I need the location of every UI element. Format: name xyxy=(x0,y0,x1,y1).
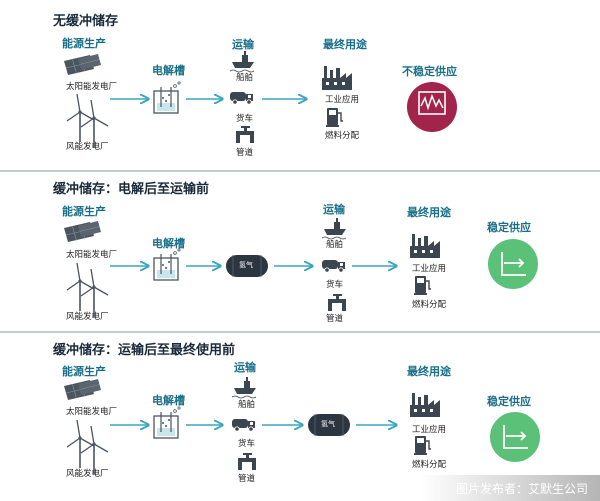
section3-enduse-heading: 最终用途 xyxy=(407,366,451,378)
stable-supply-icon xyxy=(488,239,538,289)
section3-transport-heading: 运输 xyxy=(234,362,256,374)
factory-icon xyxy=(410,393,440,417)
section1-truck-label: 货车 xyxy=(236,113,254,123)
section3-supply-label: 稳定供应 xyxy=(487,396,531,408)
watermark-background xyxy=(420,475,600,501)
section1-industry-label: 工业应用 xyxy=(325,94,360,104)
watermark-text: 图片发布者：艾默生公司 xyxy=(456,482,589,496)
section1-transport-heading: 运输 xyxy=(232,39,254,51)
pipeline-icon xyxy=(238,453,256,470)
pipeline-icon xyxy=(328,294,346,311)
solar-panel-icon xyxy=(63,378,102,401)
pipeline-icon xyxy=(236,126,254,143)
section2-pipe-label: 管道 xyxy=(326,313,344,323)
fuel-pump-icon xyxy=(413,275,432,296)
section3-industry-label: 工业应用 xyxy=(412,424,447,434)
section2-truck-label: 货车 xyxy=(326,279,344,289)
section2-industry-label: 工业应用 xyxy=(412,263,447,273)
truck-icon xyxy=(321,259,346,273)
section3-solar-label: 太阳能发电厂 xyxy=(66,406,118,416)
section3-electrolyzer-label: 电解槽 xyxy=(152,395,185,407)
ship-icon xyxy=(229,50,255,73)
fuel-pump-icon xyxy=(413,435,432,456)
ship-icon xyxy=(321,217,347,240)
section2-solar-label: 太阳能发电厂 xyxy=(66,249,118,259)
wind-turbine-icon xyxy=(80,99,109,149)
solar-panel-icon xyxy=(63,220,102,243)
unstable-supply-icon xyxy=(407,82,457,132)
section2-wind-label: 风能发电厂 xyxy=(66,311,109,321)
factory-icon xyxy=(410,234,440,258)
section2-ship-label: 船舶 xyxy=(326,239,344,249)
truck-icon xyxy=(229,91,254,105)
section3-wind-label: 风能发电厂 xyxy=(66,468,109,478)
wind-turbine-icon xyxy=(80,425,109,475)
section1-title: 无缓冲储存 xyxy=(53,13,119,28)
section-divider xyxy=(0,170,600,172)
electrolyzer-icon xyxy=(153,248,181,281)
section3-truck-label: 货车 xyxy=(238,438,256,448)
section1-source-heading: 能源生产 xyxy=(62,38,106,50)
electrolyzer-icon xyxy=(153,81,181,114)
factory-icon xyxy=(322,66,352,90)
section3-title: 缓冲储存：运输后至最终使用前 xyxy=(53,342,236,357)
solar-panel-icon xyxy=(63,53,102,76)
wind-turbine-icon xyxy=(66,262,95,312)
wind-turbine-icon xyxy=(66,93,95,143)
section1-pipe-label: 管道 xyxy=(236,147,254,157)
section3-pipe-label: 管道 xyxy=(238,473,256,483)
section3-fuel-label: 燃料分配 xyxy=(412,459,447,469)
ship-icon xyxy=(231,376,257,399)
section3-ship-label: 船舶 xyxy=(238,399,256,409)
section1-solar-label: 太阳能发电厂 xyxy=(66,81,118,91)
section2-transport-heading: 运输 xyxy=(323,204,345,216)
section1-supply-label: 不稳定供应 xyxy=(402,66,457,78)
section1-ship-label: 船舶 xyxy=(236,72,254,82)
fuel-pump-icon xyxy=(325,107,344,128)
section2-fuel-label: 燃料分配 xyxy=(412,299,447,309)
section1-fuel-label: 燃料分配 xyxy=(325,130,360,140)
section1-electrolyzer-label: 电解槽 xyxy=(152,65,185,77)
section2-tank-label: 氢气 xyxy=(239,262,253,269)
electrolyzer-icon xyxy=(153,406,181,439)
section1-wind-label: 风能发电厂 xyxy=(66,141,109,151)
section2-enduse-heading: 最终用途 xyxy=(407,207,451,219)
section3-source-heading: 能源生产 xyxy=(62,366,106,378)
section2-supply-label: 稳定供应 xyxy=(487,222,531,234)
section1-enduse-heading: 最终用途 xyxy=(323,39,367,51)
section2-electrolyzer-label: 电解槽 xyxy=(152,238,185,250)
wind-turbine-icon xyxy=(66,419,95,469)
wind-turbine-icon xyxy=(80,268,109,318)
truck-icon xyxy=(231,418,256,432)
section-divider xyxy=(0,331,600,333)
stable-supply-icon xyxy=(490,412,540,462)
section2-source-heading: 能源生产 xyxy=(62,206,106,218)
section3-tank-label: 氢气 xyxy=(321,421,335,428)
section2-title: 缓冲储存：电解后至运输前 xyxy=(53,181,210,196)
